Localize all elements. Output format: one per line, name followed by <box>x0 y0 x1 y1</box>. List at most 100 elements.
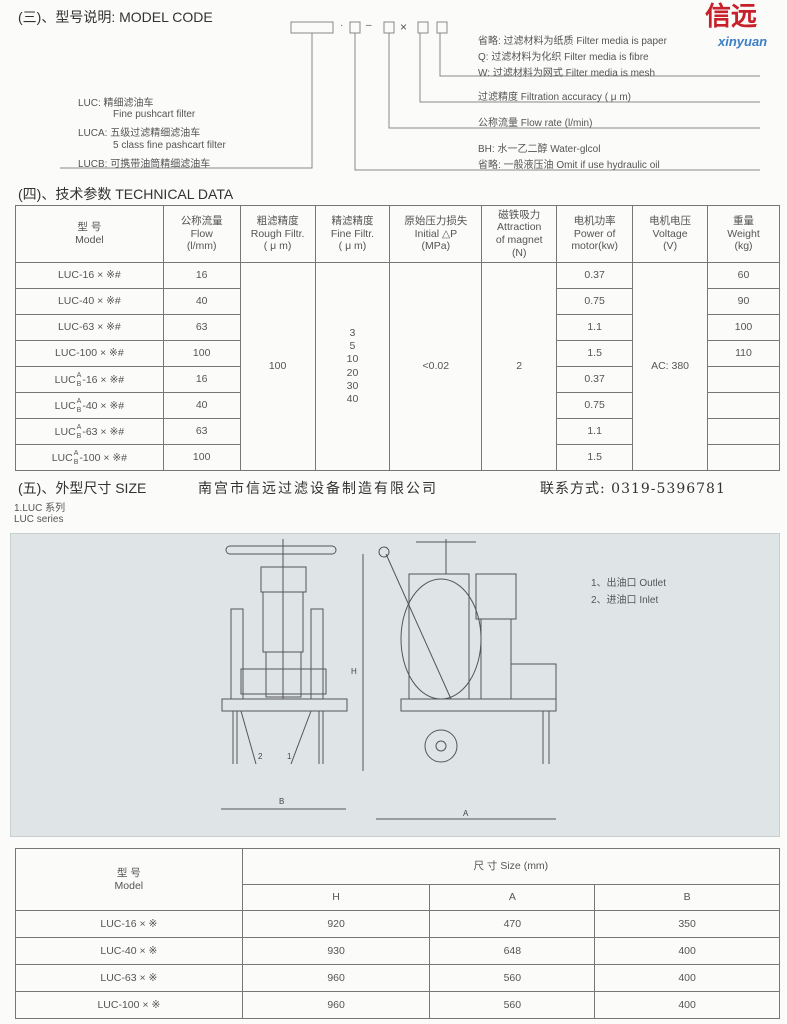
ab-sup: A <box>76 371 82 379</box>
model-prefix: LUC <box>57 269 79 282</box>
side-base <box>400 698 557 712</box>
side-motor <box>475 573 517 620</box>
model-prefix: LUC <box>54 425 76 438</box>
company-name: 南宫市信远过滤设备制造有限公司 <box>198 481 438 497</box>
power-cell: 1.1 <box>556 314 634 341</box>
size-col-A: A <box>429 884 596 911</box>
weight-cell <box>707 392 780 419</box>
size-col-B: B <box>594 884 780 911</box>
model-suffix: -100 × ※# <box>76 347 124 360</box>
code-lucb: LUCB: 可携带油筒精细滤油车 <box>78 159 211 170</box>
model-suffix: -63 × ※# <box>78 321 121 334</box>
code-item-accuracy: 过滤精度 Filtration accuracy ( μ m) <box>478 92 632 103</box>
dim-A: A <box>463 809 469 818</box>
ab-sub: B <box>76 380 82 388</box>
code-luca-en: 5 class fine pashcart filter <box>113 140 226 151</box>
code-luc-en: Fine pushcart filter <box>113 109 196 120</box>
port-1: 1 <box>287 752 292 761</box>
weight-cell: 60 <box>707 262 780 289</box>
size-cell: LUC-40 × ※ <box>15 937 243 965</box>
weight-cell: 100 <box>707 314 780 341</box>
ab-sup: A <box>76 423 82 431</box>
weight-cell <box>707 444 780 471</box>
code-dash: – <box>366 20 372 31</box>
size-cell: 400 <box>594 964 780 992</box>
model-suffix: -16 × ※# <box>78 269 121 282</box>
ab-sub: B <box>73 458 79 466</box>
size-cell: 930 <box>241 937 431 965</box>
size-cell: 648 <box>429 937 596 965</box>
tech-header-5: 磁铁吸力 Attraction of magnet (N) <box>481 205 558 263</box>
weight-cell <box>707 366 780 393</box>
weight-cell <box>707 418 780 445</box>
front-handle <box>225 545 337 555</box>
size-diagram: B A H 2 1 1、出油口 Outlet 2、进油口 Inlet <box>10 533 780 837</box>
voltage-cell: AC: 380 <box>632 262 709 471</box>
tech-header-6: 电机功率 Power of motor(kw) <box>556 205 634 263</box>
power-cell: 0.75 <box>556 288 634 315</box>
size-cell: LUC-16 × ※ <box>15 910 243 938</box>
model-code-diagram <box>60 21 760 171</box>
code-item-oil: 省略: 一般液压油 Omit if use hydraulic oil <box>478 160 660 171</box>
code-luca: LUCA: 五级过滤精细滤油车 <box>78 128 201 139</box>
legend-outlet: 1、出油口 Outlet <box>591 578 667 589</box>
model-suffix: -16 × ※# <box>82 373 125 386</box>
model-cell: LUC-40 × ※# <box>15 288 164 315</box>
code-item-mesh: W: 过滤材料为网式 Filter media is mesh <box>478 68 656 79</box>
handle-bar <box>385 553 452 700</box>
tech-header-1: 公称流量 Flow (l/mm) <box>162 205 241 263</box>
contact: 联系方式: 0319-5396781 <box>540 481 726 497</box>
weight-cell: 90 <box>707 288 780 315</box>
power-cell: 0.37 <box>556 262 634 289</box>
size-header: 尺 寸 Size (mm) <box>241 848 781 885</box>
size-cell: 560 <box>429 991 596 1019</box>
magnet-cell: 2 <box>481 262 558 471</box>
model-prefix: LUC <box>51 451 73 464</box>
model-prefix: LUC <box>54 399 76 412</box>
power-cell: 1.5 <box>556 340 634 367</box>
size-title: (五)、外型尺寸 SIZE <box>18 480 147 496</box>
wheel <box>424 729 458 763</box>
pushcart-drawing: B A H 2 1 <box>221 539 557 820</box>
flow-cell: 40 <box>162 392 241 419</box>
front-base <box>221 698 348 712</box>
size-cell: 920 <box>241 910 431 938</box>
hose <box>400 578 482 700</box>
code-item-paper: 省略: 过滤材料为纸质 Filter media is paper <box>478 36 667 47</box>
tech-header-3: 精滤精度 Fine Filtr. ( μ m) <box>314 205 391 263</box>
size-col-H: H <box>241 884 431 911</box>
logo-cn: 信远 <box>705 2 758 32</box>
tech-header-8: 重量 Weight (kg) <box>707 205 780 263</box>
size-cell: 350 <box>594 910 780 938</box>
filter-housing <box>408 573 470 700</box>
size-cell: 960 <box>241 991 431 1019</box>
tech-header-7: 电机电压 Voltage (V) <box>632 205 709 263</box>
code-times: × <box>400 20 408 34</box>
tech-header-0: 型 号 Model <box>15 205 164 263</box>
port-2: 2 <box>258 752 263 761</box>
ab-sup: A <box>76 397 82 405</box>
model-prefix: LUC <box>57 321 79 334</box>
code-luc: LUC: 精细滤油车 <box>78 98 154 109</box>
size-cell: 960 <box>241 964 431 992</box>
model-suffix: -40 × ※# <box>82 399 125 412</box>
model-prefix: LUC <box>54 373 76 386</box>
size-cell: LUC-100 × ※ <box>15 991 243 1019</box>
flow-cell: 16 <box>162 366 241 393</box>
